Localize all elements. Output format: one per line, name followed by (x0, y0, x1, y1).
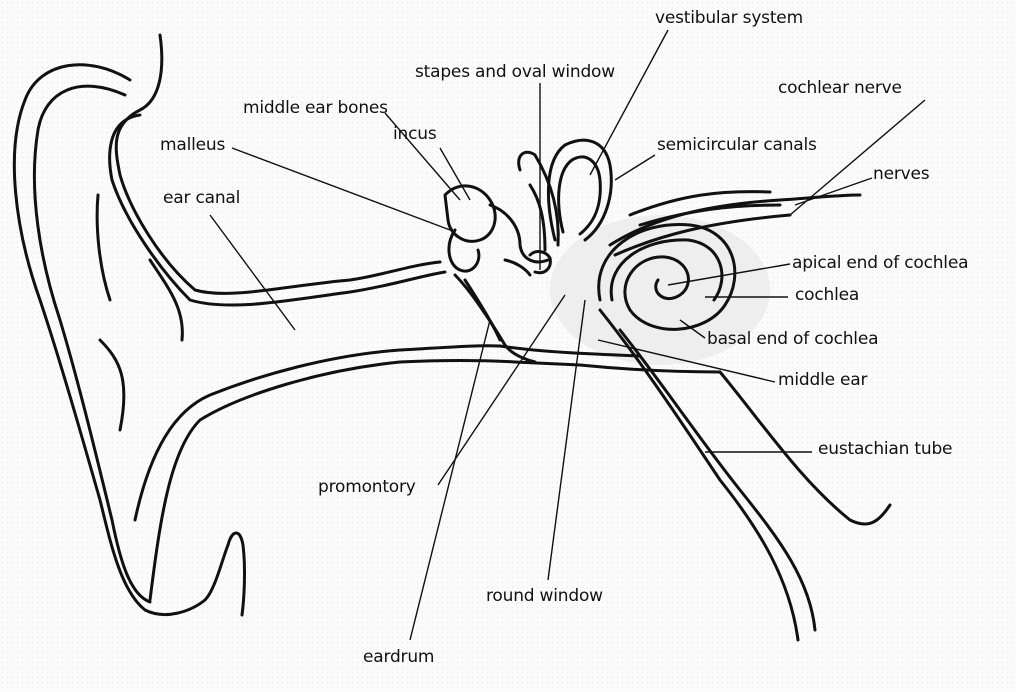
label-malleus: malleus (160, 135, 225, 155)
label-semicircular-canals: semicircular canals (657, 135, 817, 155)
label-middle-ear-bones: middle ear bones (243, 98, 388, 118)
ossicles (445, 186, 550, 275)
label-incus: incus (393, 124, 436, 144)
label-ear-canal: ear canal (163, 188, 240, 208)
eustachian-tube-shape (600, 310, 890, 640)
label-promontory: promontory (318, 477, 416, 497)
label-basal-end-of-cochlea: basal end of cochlea (707, 329, 878, 349)
label-round-window: round window (486, 586, 603, 606)
label-cochlear-nerve: cochlear nerve (778, 78, 902, 98)
label-eustachian-tube: eustachian tube (818, 439, 952, 459)
label-vestibular-system: vestibular system (655, 8, 803, 28)
label-stapes-oval-window: stapes and oval window (415, 62, 615, 82)
label-nerves: nerves (873, 164, 929, 184)
label-cochlea: cochlea (795, 285, 859, 305)
pinna (14, 35, 445, 615)
label-middle-ear: middle ear (778, 370, 867, 390)
label-eardrum: eardrum (363, 647, 434, 667)
label-apical-end-of-cochlea: apical end of cochlea (792, 253, 968, 273)
ear-canal (135, 346, 515, 600)
